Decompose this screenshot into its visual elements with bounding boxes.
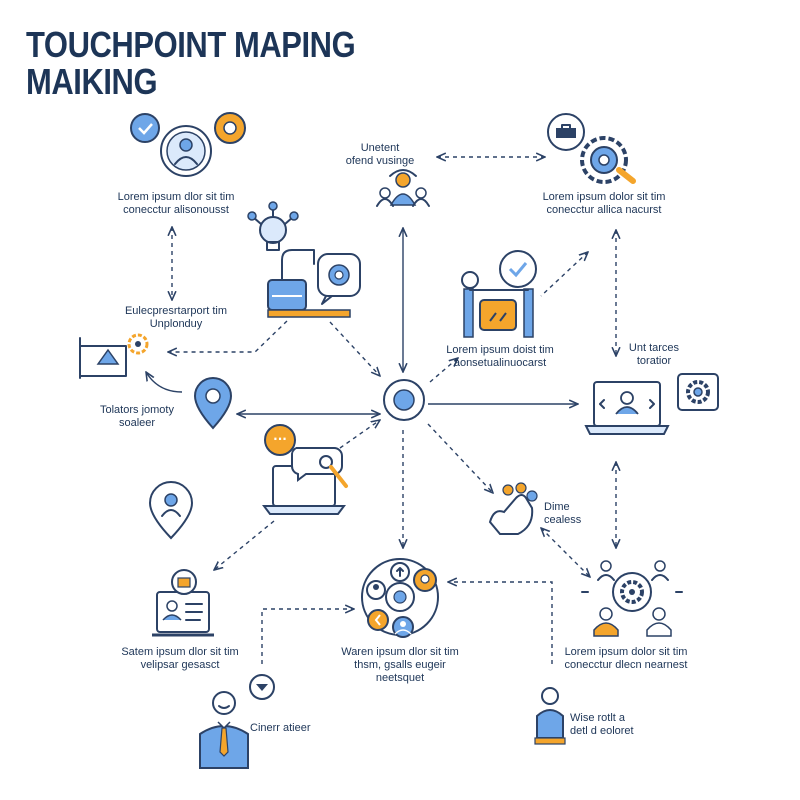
advisor-person-icon xyxy=(534,687,566,745)
connector xyxy=(429,358,458,383)
label-wise: Wise rotlt a detl d eoloret xyxy=(570,712,634,737)
label-gate: Lorem ipsum doist tim aonsetualinuocarst xyxy=(446,344,554,369)
connector xyxy=(329,321,380,376)
label-location: Tolators jomoty soaleer xyxy=(100,404,174,429)
location-pin-icon xyxy=(193,377,233,430)
page-title: TOUCHPOINT MAPING MAIKING xyxy=(26,24,356,102)
ticket-icon xyxy=(79,333,149,379)
laptop-user-icon xyxy=(584,373,719,435)
person-pin-icon xyxy=(148,481,194,540)
connector xyxy=(540,252,588,297)
connector xyxy=(339,420,380,449)
automation-icon xyxy=(247,201,361,318)
svg-text:···: ··· xyxy=(273,432,287,446)
title-line-1: TOUCHPOINT MAPING xyxy=(26,24,356,65)
connector xyxy=(448,582,553,664)
connector xyxy=(427,423,493,493)
hand-ideas-icon xyxy=(488,482,538,535)
label-top-center: Unetent ofend vusinge xyxy=(345,142,415,167)
connector xyxy=(214,520,275,570)
connector xyxy=(541,528,590,577)
laptop-chat-icon: ··· xyxy=(262,424,348,515)
label-right-mid: Unt tarces toratior xyxy=(628,342,680,367)
team-gear-icon xyxy=(581,560,683,637)
title-line-2: MAIKING xyxy=(26,61,158,102)
connector xyxy=(261,609,354,664)
customer-feedback-icon xyxy=(130,112,246,177)
checkpoint-gate-icon xyxy=(461,250,537,338)
label-customer: Cinerr atieer xyxy=(250,722,311,734)
label-top-left: Lorem ipsum dlor sit tim conecctur aliso… xyxy=(117,191,235,216)
gear-search-icon xyxy=(547,113,636,184)
label-bottom-left: Satem ipsum dlor sit tim velipsar gesasc… xyxy=(121,646,239,671)
central-hub-icon xyxy=(383,379,425,421)
connectors xyxy=(146,157,616,664)
label-bottom-center: Waren ipsum dlor sit tim thsm, gsalls eu… xyxy=(341,646,459,684)
network-cycle-icon xyxy=(361,558,439,638)
team-group-icon xyxy=(376,169,430,207)
label-hand: Dime cealess xyxy=(544,501,582,526)
label-mid-left: Eulecpresrtarport tim Unplonduy xyxy=(124,305,228,330)
label-top-right: Lorem ipsum dolor sit tim conecctur alli… xyxy=(542,191,666,216)
label-bottom-right: Lorem ipsum dolor sit tim conecctur dlec… xyxy=(564,646,688,671)
connector xyxy=(146,372,183,393)
customer-person-icon xyxy=(199,674,275,769)
profile-card-icon xyxy=(152,569,214,637)
